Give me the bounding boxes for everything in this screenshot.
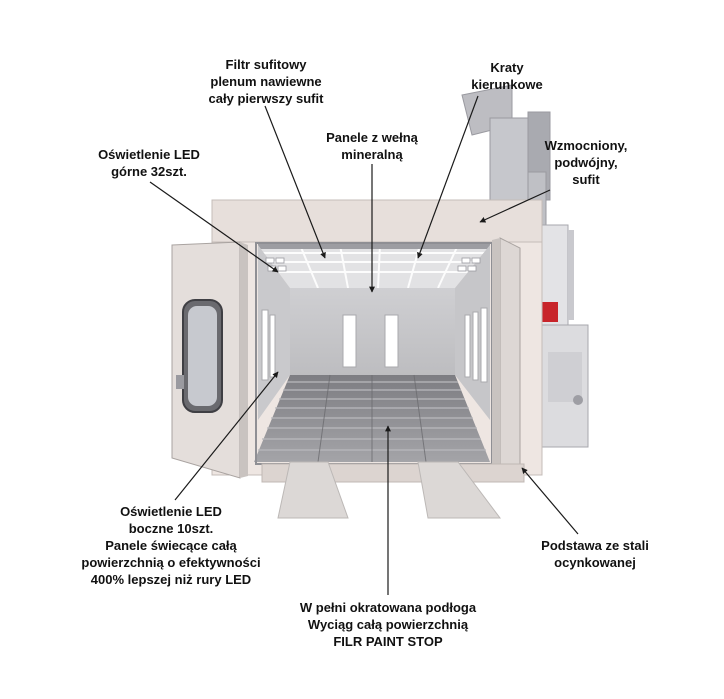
label-grated-floor: W pełni okratowana podłoga Wyciąg całą p… xyxy=(299,600,477,649)
leader-reinforced-ceiling xyxy=(479,189,551,223)
label-directional-grilles: Kraty kierunkowe xyxy=(471,60,543,92)
booth-interior xyxy=(254,243,490,463)
back-light-right xyxy=(384,314,399,368)
heater-red-panel xyxy=(540,302,558,322)
label-reinforced-ceiling: Wzmocniony, podwójny, sufit xyxy=(544,138,628,187)
back-light-left xyxy=(342,314,357,368)
ramp-left xyxy=(277,461,349,519)
label-side-led: Oświetlenie LED boczne 10szt. Panele świ… xyxy=(81,504,261,587)
leader-lines xyxy=(149,95,579,595)
booth-roof-band xyxy=(211,199,543,243)
leader-directional-grilles xyxy=(417,95,479,259)
left-door xyxy=(171,241,248,479)
right-door xyxy=(492,237,521,481)
ramp-right xyxy=(417,461,501,519)
leader-top-led xyxy=(149,181,279,273)
leader-side-led xyxy=(174,371,279,501)
heater-unit xyxy=(539,224,589,448)
label-mineral-wool-panels: Panele z wełną mineralną xyxy=(326,130,418,162)
label-galvanized-base: Podstawa ze stali ocynkowanej xyxy=(541,538,649,570)
leader-ceiling-filter xyxy=(264,105,326,259)
label-ceiling-filter: Filtr sufitowy plenum nawiewne cały pier… xyxy=(208,57,324,106)
leader-galvanized-base xyxy=(521,467,579,535)
label-top-led: Oświetlenie LED górne 32szt. xyxy=(98,147,200,179)
